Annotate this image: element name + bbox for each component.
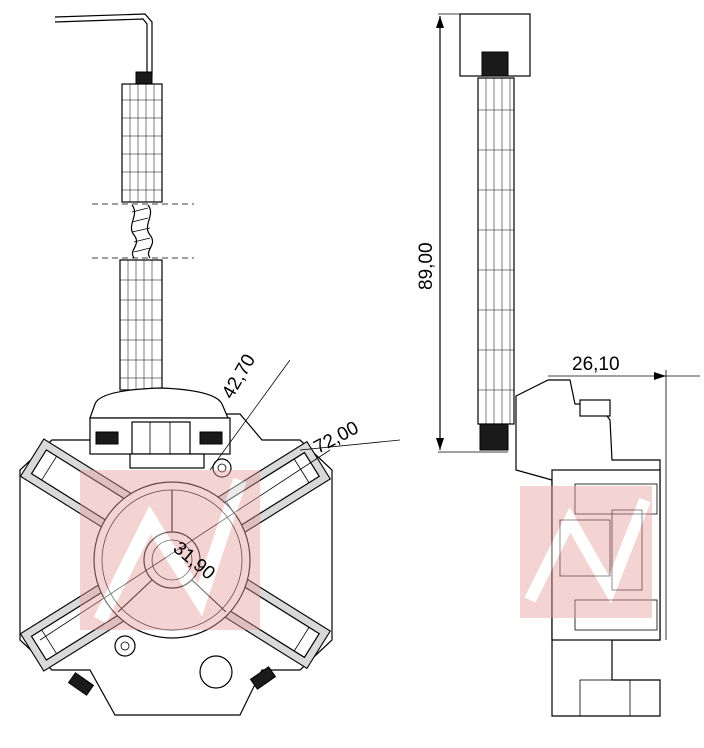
dimension-89-00: 89,00 [416,242,437,290]
watermark-front [80,470,260,630]
dimension-72-00: 72,00 [310,418,362,459]
side-view [436,13,700,717]
watermark-side [520,486,652,618]
dimension-26-10: 26,10 [572,354,620,375]
dimension-42-70: 42,70 [218,351,260,403]
side-body [515,379,661,717]
front-view [19,13,401,716]
lead-wire [54,13,194,391]
mounting-hole [199,655,233,689]
commutator-opening [93,481,251,639]
connector-housing [89,387,232,478]
terminal-screw [114,635,136,657]
